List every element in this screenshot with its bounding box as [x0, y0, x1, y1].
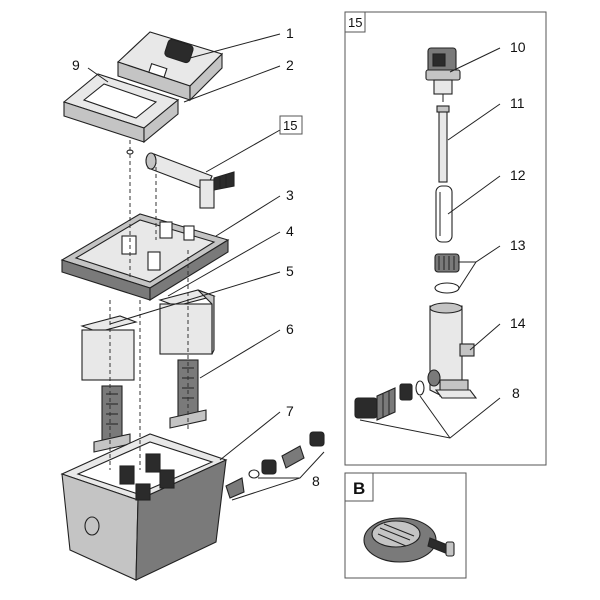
- part-14-uv-housing: [427, 302, 478, 399]
- callout-3: 3: [286, 187, 294, 203]
- part-13-nut-and-o-ring: [434, 253, 460, 294]
- part-15-uv-clarifier: [145, 152, 235, 209]
- part-3-insert-tray: [60, 213, 230, 301]
- callout-7: 7: [286, 403, 294, 419]
- part-7-filter-housing: [60, 433, 228, 581]
- callout-11: 11: [510, 95, 525, 111]
- callout-8-right: 8: [512, 385, 520, 401]
- part-6-sponge-holder-left: [93, 385, 131, 453]
- part-1-lid-rear: [116, 31, 224, 102]
- callout-8-left: 8: [312, 473, 320, 489]
- uv-clarifier-detail-panel: 15: [344, 11, 547, 466]
- callout-15-box: 15: [283, 118, 297, 133]
- callout-1: 1: [286, 25, 294, 41]
- filter-exploded-view: 1 2 9 15 3 4 5 6 7 8: [60, 25, 325, 581]
- callout-5: 5: [286, 263, 294, 279]
- part-10-lamp-cap: [425, 47, 461, 102]
- callout-4: 4: [286, 223, 294, 239]
- part-11-uv-lamp: [436, 105, 450, 183]
- callout-2: 2: [286, 57, 294, 73]
- part-8-hose-connector-set-right: [354, 380, 425, 421]
- callout-6: 6: [286, 321, 294, 337]
- part-12-quartz-tube: [435, 185, 453, 243]
- part-8-hose-connector-set-left: [225, 431, 325, 499]
- pump-illustration: [363, 517, 455, 563]
- callout-10: 10: [510, 39, 526, 55]
- part-5-filter-sponge-right: [158, 289, 216, 355]
- callout-13: 13: [510, 237, 526, 253]
- pump-panel-header-label: B: [353, 479, 365, 498]
- callout-14: 14: [510, 315, 526, 331]
- uv-panel-header-label: 15: [348, 15, 362, 30]
- pump-detail-panel: B: [344, 472, 467, 579]
- callout-9: 9: [72, 57, 80, 73]
- part-9-lid-front: [62, 73, 180, 144]
- part-5-filter-sponge-left: [80, 315, 138, 381]
- callout-12: 12: [510, 167, 526, 183]
